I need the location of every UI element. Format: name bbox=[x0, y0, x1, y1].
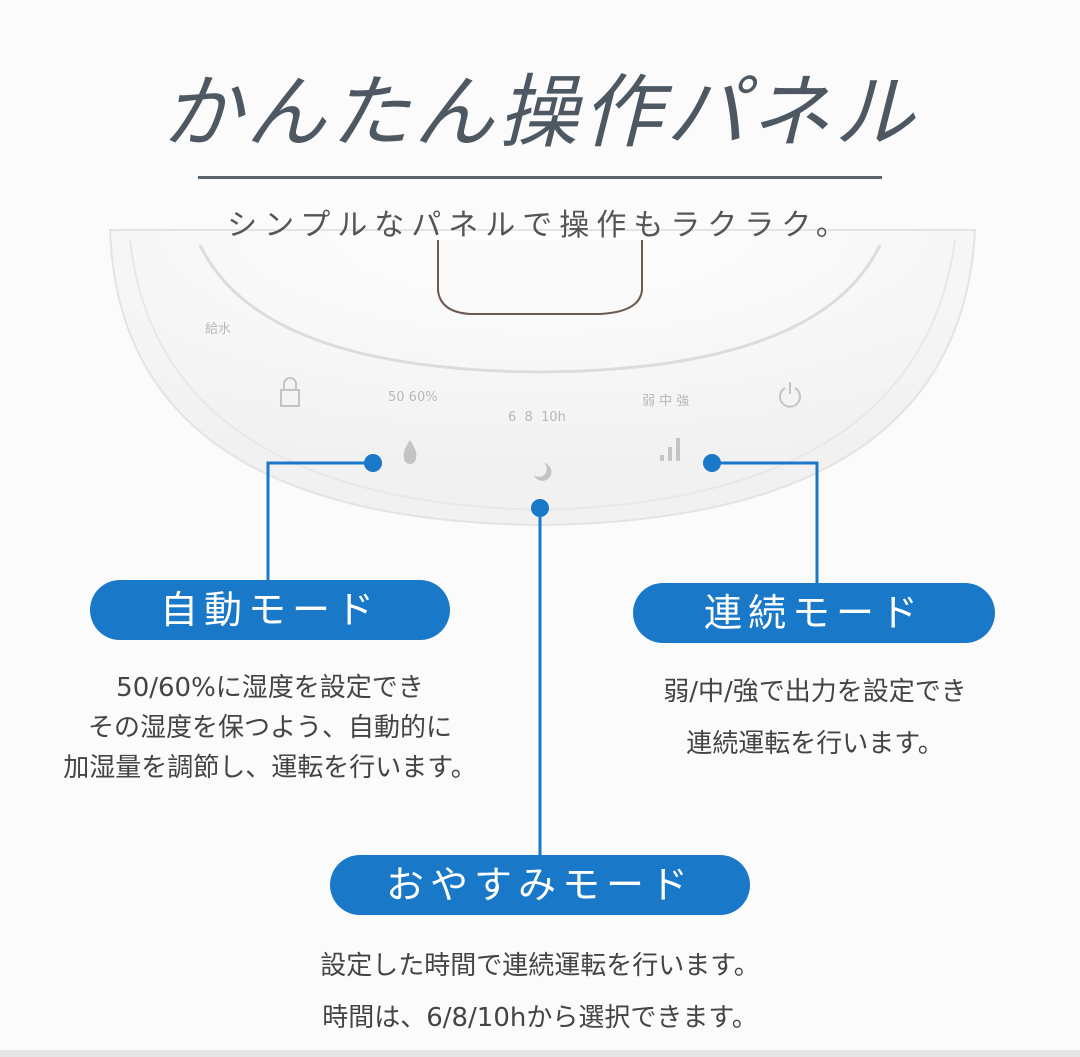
sleep-mode-description: 設定した時間で連続運転を行います。 時間は、6/8/10hから選択できます。 bbox=[240, 940, 840, 1044]
water-label: 給水 bbox=[205, 322, 232, 337]
desc-line: 設定した時間で連続運転を行います。 bbox=[320, 951, 760, 981]
desc-line: その湿度を保つよう、自動的に bbox=[87, 713, 452, 743]
humidity-label: 50 60% bbox=[388, 390, 438, 405]
power-icon bbox=[779, 382, 801, 408]
title-divider bbox=[198, 176, 882, 179]
moon-icon bbox=[534, 463, 552, 481]
auto-mode-marker bbox=[364, 454, 382, 472]
strength-label: 弱 中 強 bbox=[642, 394, 690, 409]
callout-lines bbox=[266, 461, 819, 857]
continuous-mode-description: 弱/中/強で出力を設定でき 連続運転を行います。 bbox=[585, 666, 1045, 770]
water-drop-icon bbox=[403, 440, 417, 464]
lock-icon bbox=[280, 377, 300, 407]
desc-line: 加湿量を調節し、運転を行います。 bbox=[63, 753, 477, 783]
desc-line: 連続運転を行います。 bbox=[686, 729, 944, 759]
signal-bars-icon bbox=[660, 438, 680, 461]
continuous-mode-label: 連続モード bbox=[633, 583, 995, 643]
desc-line: 弱/中/強で出力を設定でき bbox=[663, 677, 967, 707]
desc-line: 50/60%に湿度を設定でき bbox=[116, 673, 424, 703]
continuous-mode-marker bbox=[703, 454, 721, 472]
timer-label: 6 8 10h bbox=[508, 410, 566, 425]
sleep-mode-label: おやすみモード bbox=[330, 855, 750, 915]
page-title: かんたん操作パネル bbox=[162, 66, 918, 159]
subtitle: シンプルなパネルで操作もラクラク。 bbox=[227, 208, 853, 243]
auto-mode-label: 自動モード bbox=[90, 580, 450, 640]
desc-line: 時間は、6/8/10hから選択できます。 bbox=[322, 1003, 758, 1033]
bottom-bar bbox=[0, 1050, 1080, 1057]
auto-mode-description: 50/60%に湿度を設定でき その湿度を保つよう、自動的に 加湿量を調節し、運転… bbox=[40, 668, 500, 788]
sleep-mode-marker bbox=[531, 499, 549, 517]
